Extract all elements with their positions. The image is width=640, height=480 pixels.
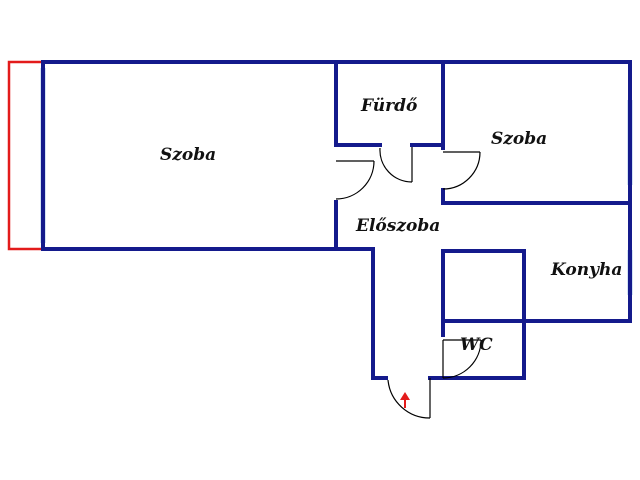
room-label-furdo: Fürdő bbox=[360, 96, 418, 116]
room-label-konyha: Konyha bbox=[550, 260, 622, 280]
room-label-szoba-right: Szoba bbox=[491, 129, 547, 149]
room-label-wc: WC bbox=[460, 335, 493, 355]
doors bbox=[335, 147, 482, 419]
interior-walls bbox=[334, 60, 632, 337]
entrance-arrow-icon bbox=[400, 392, 410, 408]
room-label-eloszoba: Előszoba bbox=[355, 216, 440, 236]
balcony-outline bbox=[7, 60, 43, 251]
room-label-szoba-left: Szoba bbox=[160, 145, 216, 165]
